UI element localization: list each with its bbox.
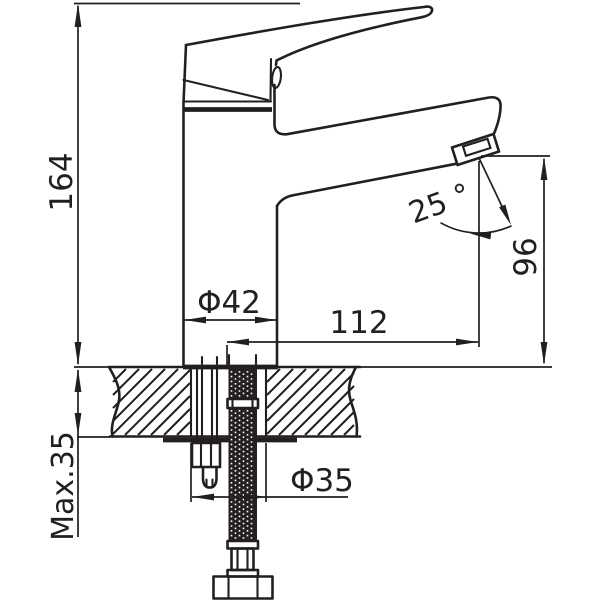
mounting-nut bbox=[190, 441, 222, 489]
dim-max-counter-thickness: Max.35 bbox=[46, 369, 82, 541]
hole-diameter-label: Φ35 bbox=[290, 463, 354, 499]
dim-overall-height-164: 164 bbox=[44, 2, 300, 366]
supply-hose bbox=[212, 368, 274, 600]
dim-outlet-height-96: 96 bbox=[481, 155, 550, 365]
threaded-stud bbox=[195, 367, 219, 441]
hose-hex-nut bbox=[212, 575, 274, 600]
hatch-left bbox=[112, 368, 191, 436]
spout-angle-label: 25 ° bbox=[404, 177, 475, 231]
break-edge-right bbox=[347, 365, 359, 438]
dim-hole-diameter-35: Φ35 bbox=[190, 443, 354, 502]
spout-reach-label: 112 bbox=[329, 305, 388, 341]
faucet-handle bbox=[182, 5, 434, 112]
aerator bbox=[450, 132, 501, 167]
body-diameter-label: Φ42 bbox=[197, 285, 261, 321]
max-thickness-label: Max.35 bbox=[46, 431, 81, 541]
hatch-right bbox=[266, 368, 355, 436]
dim-spout-reach-112: 112 bbox=[226, 161, 480, 366]
handle-pivot-oval bbox=[270, 66, 283, 89]
countertop-section bbox=[74, 365, 552, 438]
hose-braid-texture bbox=[230, 371, 253, 539]
outlet-height-label: 96 bbox=[508, 237, 544, 276]
overall-height-label: 164 bbox=[44, 152, 80, 211]
faucet-spout bbox=[273, 83, 502, 208]
dim-body-diameter-42: Φ42 bbox=[184, 285, 277, 324]
